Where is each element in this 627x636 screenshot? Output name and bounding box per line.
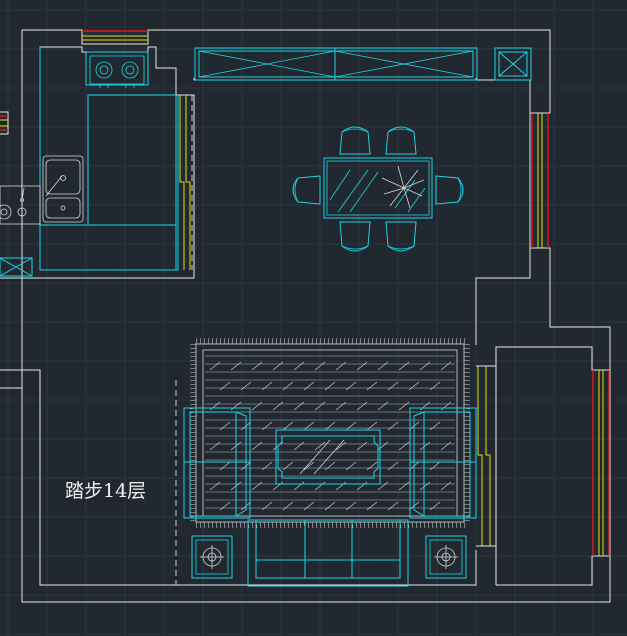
dining-chairs — [292, 126, 464, 252]
dining-table — [323, 157, 433, 219]
window-top-kitchen — [82, 30, 148, 41]
window-left-small — [0, 115, 8, 131]
washing-machine-icon — [0, 185, 41, 225]
small-cabinet-left — [0, 257, 33, 277]
stove-icon — [89, 55, 145, 88]
walls — [0, 29, 611, 603]
side-table-right — [425, 535, 467, 579]
kitchen-counter — [39, 47, 179, 271]
stair-label: 踏步14层 — [65, 480, 147, 502]
rug-fringe — [189, 337, 471, 529]
right-room-sliding-door — [476, 365, 496, 547]
area-rug — [189, 337, 471, 529]
sofa — [247, 519, 409, 587]
sink-icon — [42, 155, 84, 223]
fridge-icon — [494, 47, 532, 81]
window-right-room — [592, 370, 610, 556]
side-table-left — [191, 535, 233, 579]
window-right-dining — [531, 113, 549, 248]
armchair-right — [409, 407, 477, 519]
tall-cabinet — [194, 47, 478, 81]
coffee-table — [275, 429, 381, 485]
armchair-left — [183, 407, 251, 519]
